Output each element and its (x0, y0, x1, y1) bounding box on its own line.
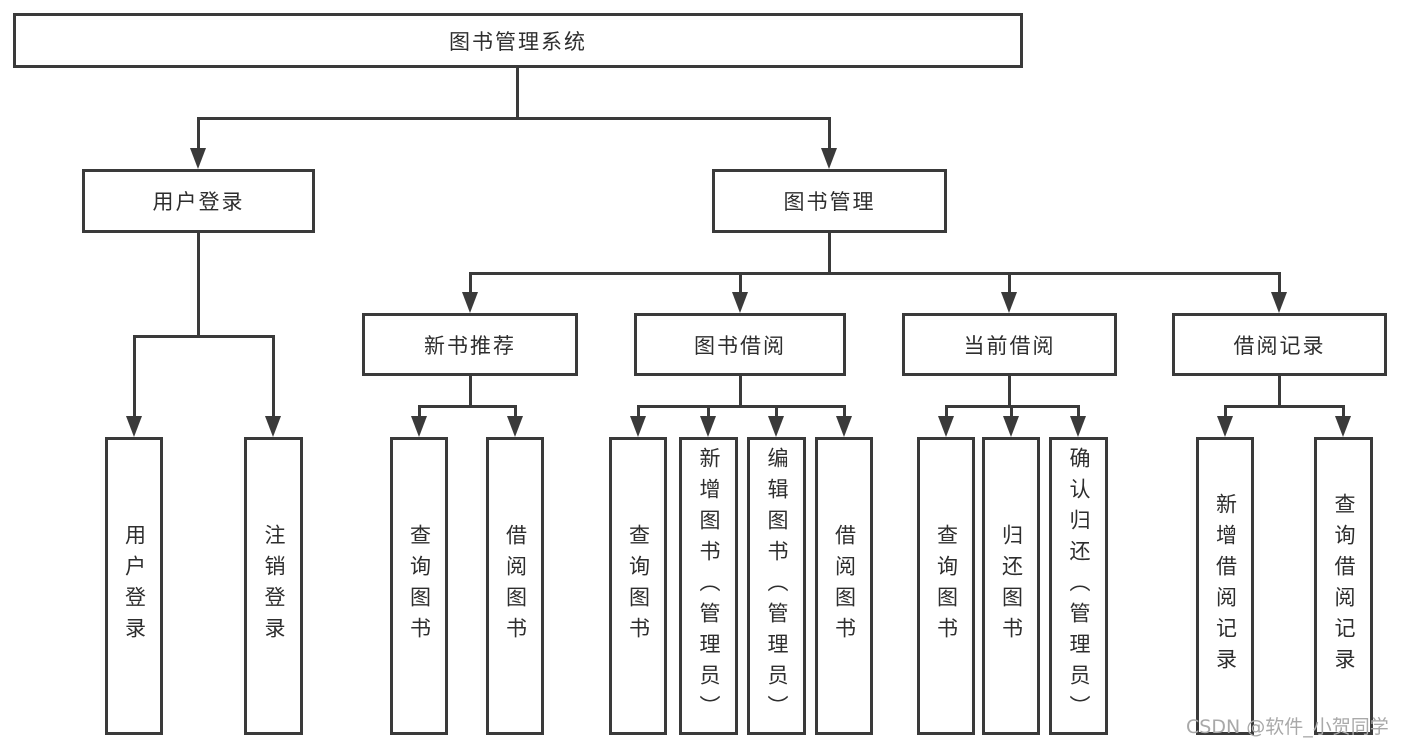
arrowhead-icon (1271, 292, 1287, 313)
node-leaf-query-book-cb-label: 查询图书 (934, 524, 959, 648)
node-leaf-query-borrow-record-label: 查询借阅记录 (1332, 493, 1356, 679)
connector-line (197, 233, 200, 338)
node-leaf-confirm-return-admin-label: 确认归还（管理员） (1067, 446, 1091, 726)
connector-line (1224, 405, 1344, 408)
connector-line (197, 117, 831, 120)
node-root-label: 图书管理系统 (449, 29, 587, 54)
connector-line (1008, 376, 1011, 408)
connector-line (469, 272, 1280, 275)
node-leaf-user-login: 用户登录 (105, 437, 163, 735)
connector-line (1278, 272, 1281, 296)
connector-line (272, 335, 275, 419)
node-user-login: 用户登录 (82, 169, 315, 233)
node-leaf-add-book-admin: 新增图书（管理员） (679, 437, 738, 735)
node-leaf-borrow-book-nbr: 借阅图书 (486, 437, 544, 735)
connector-line (469, 272, 472, 296)
arrowhead-icon (1070, 416, 1086, 437)
node-leaf-query-book-nbr-label: 查询图书 (407, 524, 432, 648)
arrowhead-icon (630, 416, 646, 437)
connector-line (1278, 376, 1281, 408)
connector-line (1077, 405, 1080, 419)
connector-line (707, 405, 710, 419)
node-new-book-recommend-label: 新书推荐 (424, 333, 516, 358)
node-leaf-edit-book-admin-label: 编辑图书（管理员） (765, 446, 789, 726)
connector-line (1010, 405, 1013, 419)
arrowhead-icon (938, 416, 954, 437)
connector-line (739, 272, 742, 296)
arrowhead-icon (126, 416, 142, 437)
arrowhead-icon (732, 292, 748, 313)
arrowhead-icon (1335, 416, 1351, 437)
node-leaf-borrow-book-bb: 借阅图书 (815, 437, 873, 735)
arrowhead-icon (768, 416, 784, 437)
node-book-management-label: 图书管理 (783, 190, 876, 214)
connector-line (739, 376, 742, 408)
connector-line (133, 335, 274, 338)
connector-line (418, 405, 421, 419)
node-leaf-query-book-nbr: 查询图书 (390, 437, 448, 735)
arrowhead-icon (700, 416, 716, 437)
arrowhead-icon (821, 148, 837, 169)
node-leaf-add-book-admin-label: 新增图书（管理员） (697, 446, 721, 726)
connector-line (133, 335, 136, 419)
node-current-borrowing: 当前借阅 (902, 313, 1117, 376)
node-leaf-user-login-label: 用户登录 (122, 524, 147, 648)
arrowhead-icon (1001, 292, 1017, 313)
node-leaf-return-book-label: 归还图书 (999, 524, 1024, 648)
connector-line (1008, 272, 1011, 296)
node-leaf-logout-label: 注销登录 (262, 524, 286, 648)
connector-line (516, 68, 519, 119)
node-leaf-query-book-bb: 查询图书 (609, 437, 667, 735)
node-borrowing-records-label: 借阅记录 (1233, 333, 1326, 358)
node-book-management: 图书管理 (712, 169, 947, 233)
node-leaf-borrow-book-nbr-label: 借阅图书 (503, 524, 528, 648)
connector-line (197, 117, 200, 151)
connector-line (843, 405, 846, 419)
connector-line (418, 405, 516, 408)
node-new-book-recommend: 新书推荐 (362, 313, 578, 376)
node-leaf-query-book-cb: 查询图书 (917, 437, 975, 735)
arrowhead-icon (1003, 416, 1019, 437)
connector-line (1224, 405, 1227, 419)
connector-line (828, 117, 831, 151)
node-current-borrowing-label: 当前借阅 (963, 333, 1056, 358)
connector-line (828, 233, 831, 275)
node-book-borrowing-label: 图书借阅 (694, 333, 786, 358)
arrowhead-icon (265, 416, 281, 437)
node-leaf-logout: 注销登录 (244, 437, 303, 735)
arrowhead-icon (462, 292, 478, 313)
node-book-borrowing: 图书借阅 (634, 313, 846, 376)
node-leaf-return-book: 归还图书 (982, 437, 1040, 735)
arrowhead-icon (411, 416, 427, 437)
node-leaf-query-borrow-record: 查询借阅记录 (1314, 437, 1373, 735)
node-borrowing-records: 借阅记录 (1172, 313, 1387, 376)
connector-line (945, 405, 948, 419)
arrowhead-icon (507, 416, 523, 437)
arrowhead-icon (190, 148, 206, 169)
connector-line (637, 405, 845, 408)
node-user-login-label: 用户登录 (152, 190, 245, 214)
node-leaf-edit-book-admin: 编辑图书（管理员） (747, 437, 806, 735)
node-leaf-confirm-return-admin: 确认归还（管理员） (1049, 437, 1108, 735)
connector-line (514, 405, 517, 419)
node-leaf-add-borrow-record: 新增借阅记录 (1196, 437, 1254, 735)
connector-line (637, 405, 640, 419)
node-leaf-add-borrow-record-label: 新增借阅记录 (1213, 493, 1238, 679)
csdn-watermark: CSDN @软件_小贺同学 (1186, 716, 1389, 738)
arrowhead-icon (1217, 416, 1233, 437)
connector-line (469, 376, 472, 408)
arrowhead-icon (836, 416, 852, 437)
node-leaf-borrow-book-bb-label: 借阅图书 (832, 524, 857, 648)
node-leaf-query-book-bb-label: 查询图书 (626, 524, 651, 648)
node-root: 图书管理系统 (13, 13, 1023, 68)
connector-line (775, 405, 778, 419)
connector-line (1342, 405, 1345, 419)
